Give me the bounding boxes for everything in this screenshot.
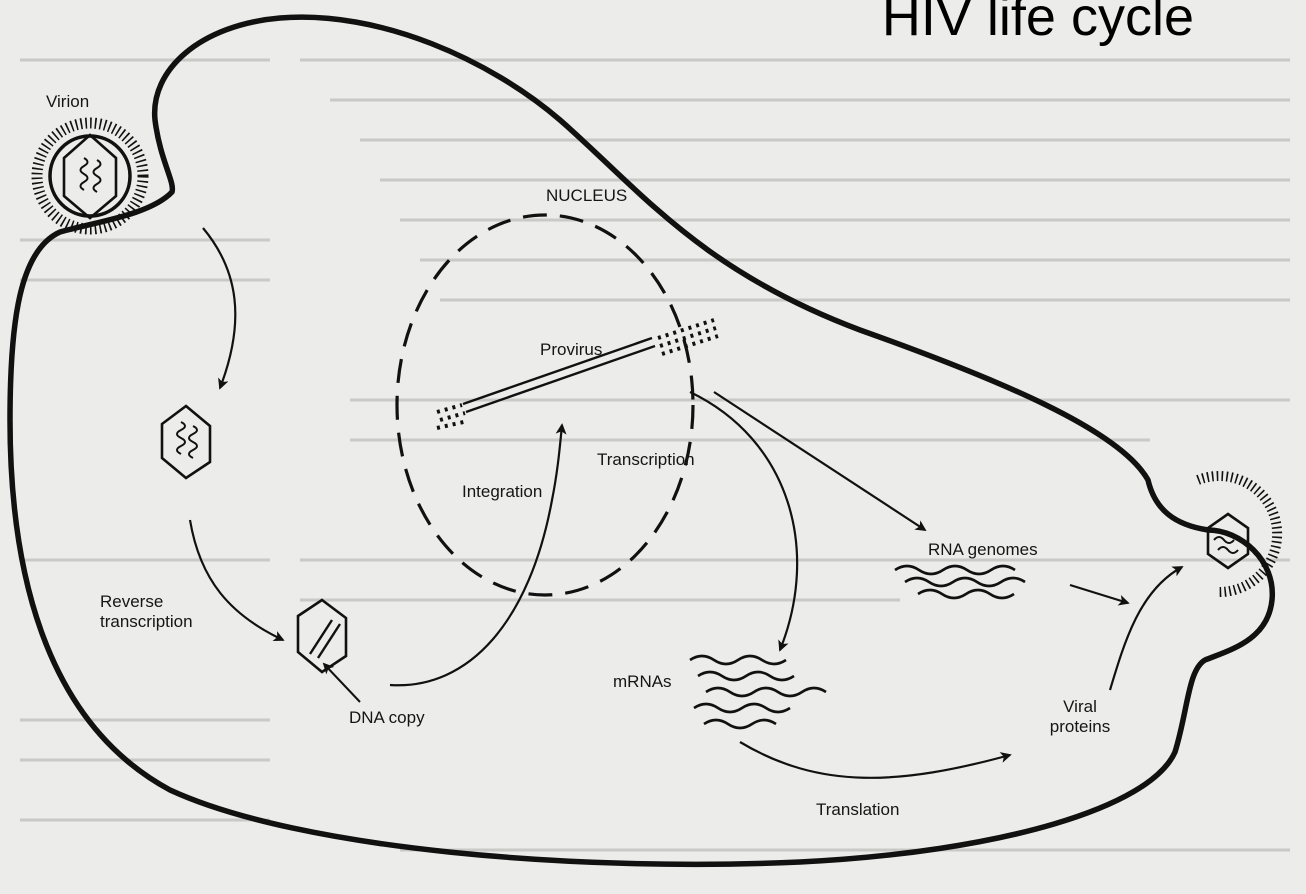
label-dna-copy: DNA copy xyxy=(349,708,425,728)
label-viral-proteins-line2: proteins xyxy=(1040,717,1120,737)
arrow-integration xyxy=(390,425,562,685)
label-mrnas: mRNAs xyxy=(613,672,672,692)
label-viral-proteins-line1: Viral xyxy=(1040,697,1120,717)
label-virion: Virion xyxy=(46,92,89,112)
label-translation: Translation xyxy=(816,800,899,820)
rna-genomes-strands xyxy=(895,566,1025,598)
page-title: HIV life cycle xyxy=(882,0,1194,48)
arrow-entry xyxy=(203,228,235,388)
arrow-transcription-mrna xyxy=(690,392,797,650)
arrow-dna-copy-pointer xyxy=(324,664,360,702)
nucleus-envelope xyxy=(397,215,693,595)
label-provirus: Provirus xyxy=(540,340,602,360)
provirus-dna xyxy=(437,320,718,428)
label-transcription: Transcription xyxy=(597,450,695,470)
mrna-strands xyxy=(690,656,826,728)
capsid-core xyxy=(162,406,210,478)
arrow-proteins-to-bud xyxy=(1110,567,1182,690)
label-reverse-transcription-line2: transcription xyxy=(100,612,193,632)
arrow-transcription-rna xyxy=(714,392,925,530)
label-viral-proteins: Viral proteins xyxy=(1040,697,1120,736)
label-integration: Integration xyxy=(462,482,542,502)
label-rna-genomes: RNA genomes xyxy=(928,540,1038,560)
label-nucleus: NUCLEUS xyxy=(546,186,627,206)
arrow-rna-to-bud xyxy=(1070,585,1128,603)
label-reverse-transcription: Reverse transcription xyxy=(100,592,193,631)
dna-copy-capsid xyxy=(298,600,346,672)
budding-virion xyxy=(1198,476,1277,592)
arrow-translation xyxy=(740,742,1010,778)
label-reverse-transcription-line1: Reverse xyxy=(100,592,193,612)
arrow-reverse-transcription xyxy=(190,520,283,640)
